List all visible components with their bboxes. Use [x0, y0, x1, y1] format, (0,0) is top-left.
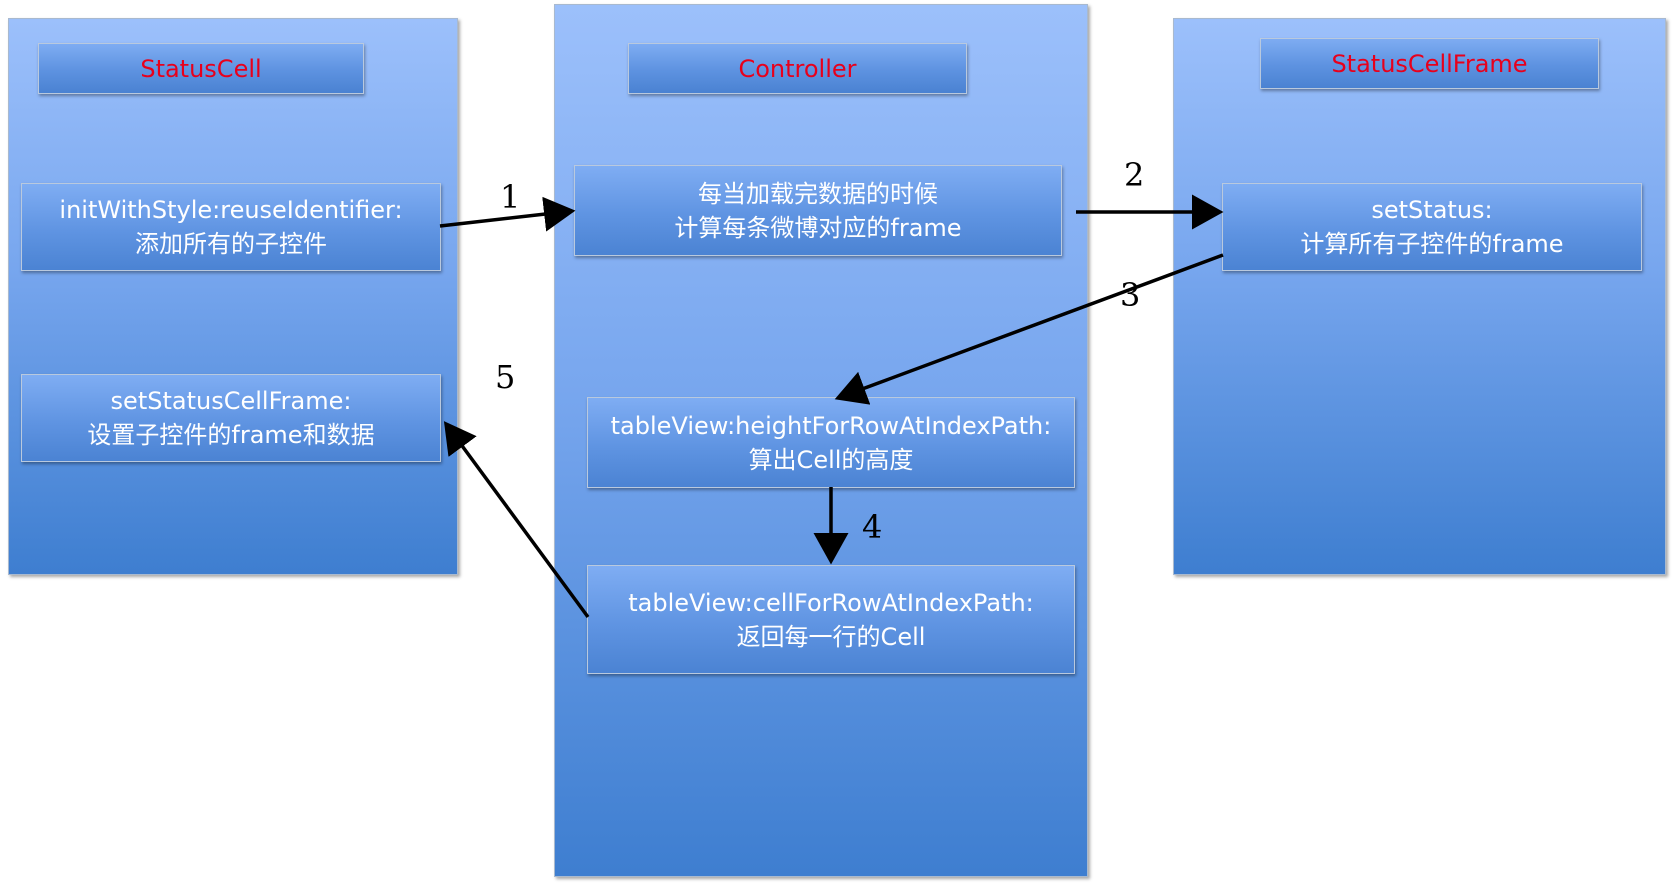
cell-for-row-line2: 返回每一行的Cell	[736, 622, 926, 651]
set-status-line1: setStatus:	[1371, 196, 1493, 224]
arrow-step-5	[443, 421, 590, 619]
controller-title: Controller	[628, 43, 967, 94]
init-with-style-line1: initWithStyle:reuseIdentifier:	[59, 196, 403, 224]
step-label-4: 4	[862, 508, 882, 546]
cell-for-row-node: tableView:cellForRowAtIndexPath: 返回每一行的C…	[587, 565, 1075, 674]
set-status-node: setStatus: 计算所有子控件的frame	[1222, 183, 1642, 271]
status-cell-frame-title: StatusCellFrame	[1260, 38, 1599, 89]
step-label-5: 5	[495, 358, 515, 396]
load-data-node: 每当加载完数据的时候 计算每条微博对应的frame	[574, 165, 1062, 256]
height-for-row-line2: 算出Cell的高度	[748, 445, 914, 474]
arrow-step-1	[439, 196, 576, 232]
step-label-2: 2	[1124, 156, 1144, 194]
step-label-3: 3	[1120, 276, 1140, 314]
set-status-cell-frame-line1: setStatusCellFrame:	[110, 387, 352, 415]
init-with-style-node: initWithStyle:reuseIdentifier: 添加所有的子控件	[21, 183, 441, 271]
set-status-line2: 计算所有子控件的frame	[1300, 230, 1564, 258]
set-status-cell-frame-node: setStatusCellFrame: 设置子控件的frame和数据	[21, 374, 441, 462]
height-for-row-line1: tableView:heightForRowAtIndexPath:	[610, 411, 1052, 440]
load-data-line2: 计算每条微博对应的frame	[674, 213, 962, 242]
load-data-line1: 每当加载完数据的时候	[698, 179, 938, 208]
controller-title-text: Controller	[738, 54, 857, 83]
height-for-row-node: tableView:heightForRowAtIndexPath: 算出Cel…	[587, 397, 1075, 488]
status-cell-title-text: StatusCell	[140, 54, 262, 83]
status-cell-frame-title-text: StatusCellFrame	[1331, 49, 1528, 78]
cell-for-row-line1: tableView:cellForRowAtIndexPath:	[628, 588, 1034, 617]
set-status-cell-frame-line2: 设置子控件的frame和数据	[87, 421, 375, 449]
status-cell-column	[8, 18, 458, 575]
status-cell-frame-column	[1173, 18, 1666, 575]
step-label-1: 1	[500, 178, 520, 216]
init-with-style-line2: 添加所有的子控件	[135, 230, 327, 258]
status-cell-title: StatusCell	[38, 43, 364, 94]
arrow-step-3	[834, 253, 1224, 405]
